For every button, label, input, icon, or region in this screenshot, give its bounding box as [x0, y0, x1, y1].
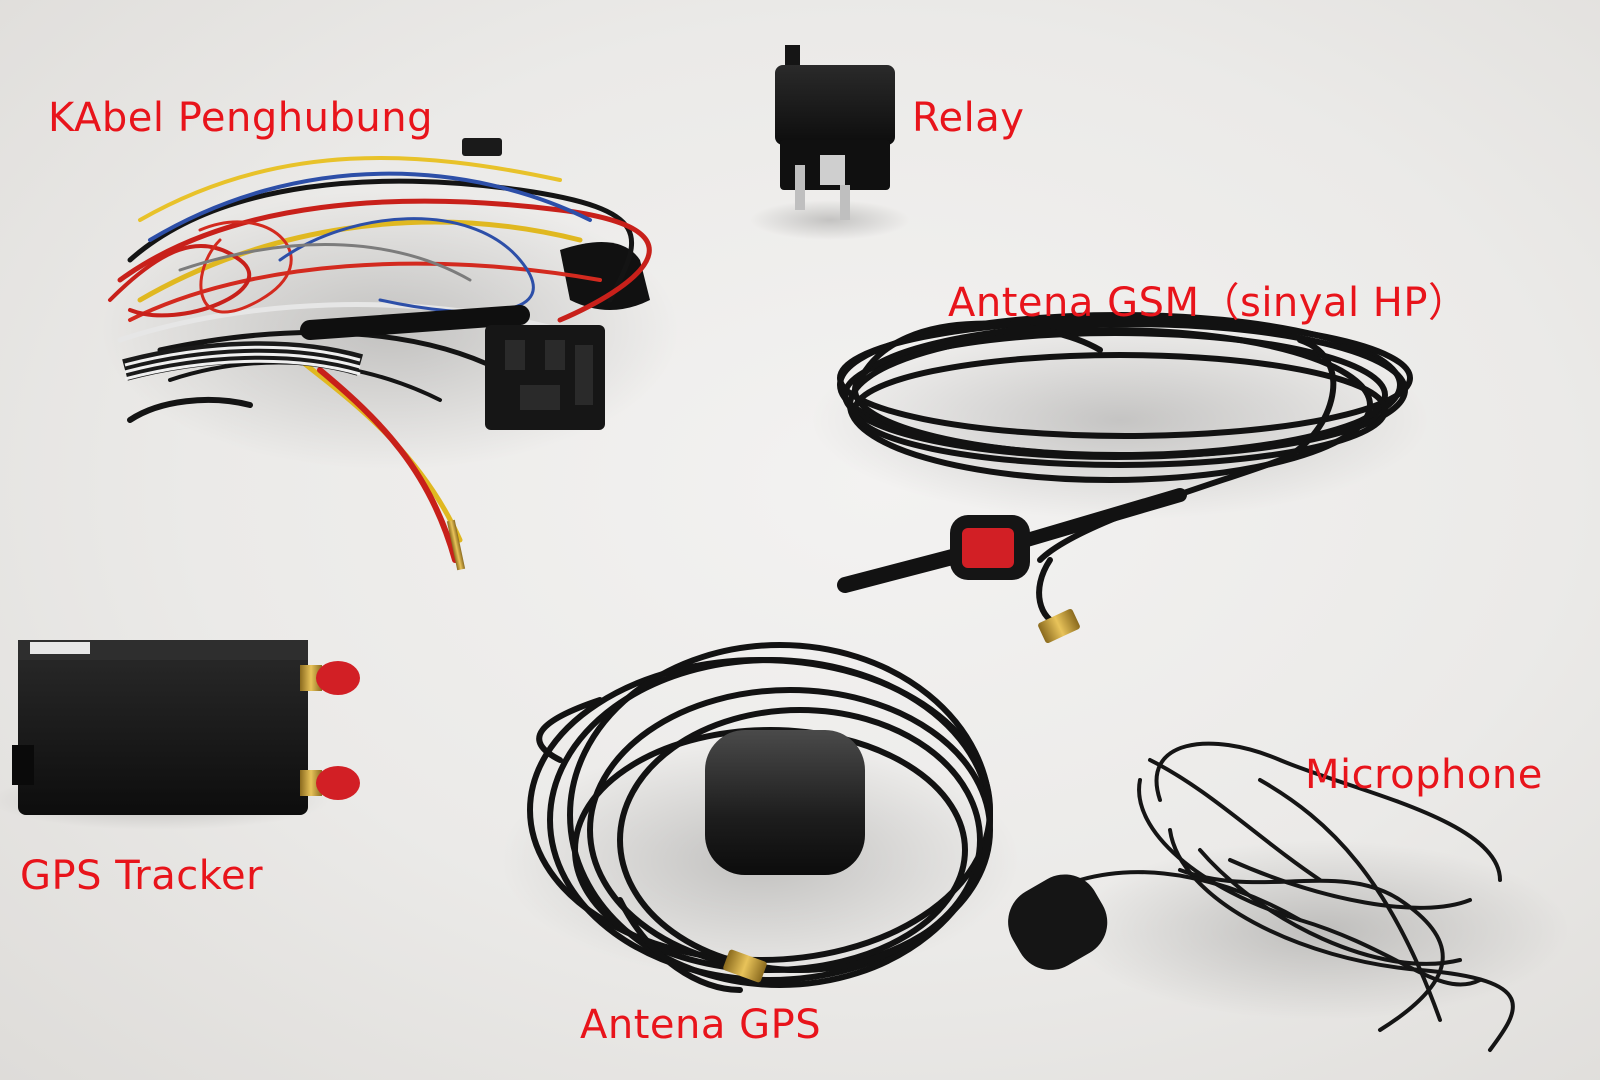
- microphone-device: [1008, 741, 1570, 1052]
- gps-tracker-device: [0, 640, 360, 830]
- gps-antenna: [500, 642, 1020, 993]
- label-kabel-penghubung: KAbel Penghubung: [48, 95, 433, 141]
- relay-component: [750, 45, 910, 240]
- label-gps-tracker: GPS Tracker: [20, 853, 264, 899]
- label-antena-gps: Antena GPS: [580, 1002, 822, 1048]
- label-microphone: Microphone: [1305, 752, 1543, 798]
- gsm-antenna: [810, 312, 1430, 644]
- wire-harness: [100, 138, 680, 571]
- label-antena-gsm: Antena GSM（sinyal HP）: [948, 280, 1469, 326]
- label-relay: Relay: [912, 95, 1025, 141]
